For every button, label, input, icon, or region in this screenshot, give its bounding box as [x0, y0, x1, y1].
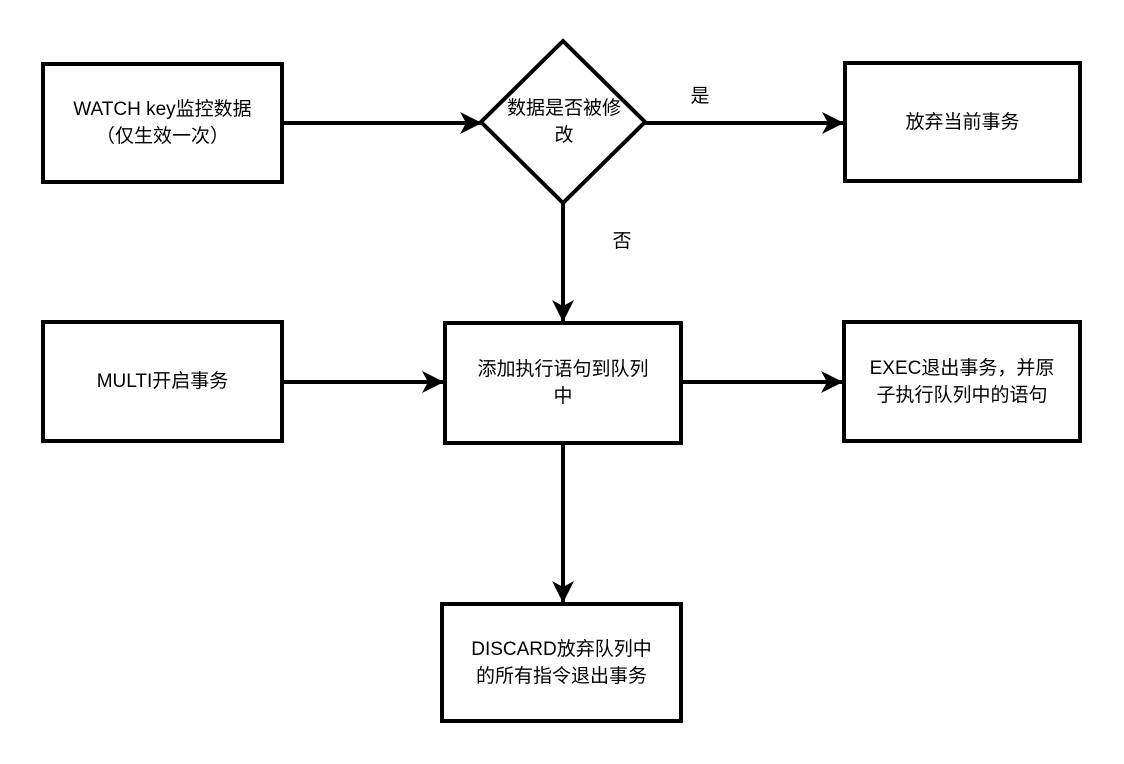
edge-label-yes: 是	[690, 86, 710, 107]
node-abandon-label: 放弃当前事务	[905, 111, 1020, 133]
node-enqueue: 添加执行语句到队列 中	[443, 321, 683, 445]
node-discard-label: DISCARD放弃队列中 的所有指令退出事务	[471, 638, 652, 687]
node-exec: EXEC退出事务，并原 子执行队列中的语句	[842, 320, 1082, 443]
edge-label-no: 否	[612, 231, 632, 252]
node-enqueue-label: 添加执行语句到队列 中	[477, 359, 649, 407]
node-watch: WATCH key监控数据 （仅生效一次）	[41, 62, 284, 184]
node-decision-label: 数据是否被修 改	[506, 98, 621, 146]
node-discard: DISCARD放弃队列中 的所有指令退出事务	[440, 602, 683, 723]
node-multi: MULTI开启事务	[41, 320, 284, 443]
node-abandon: 放弃当前事务	[843, 61, 1082, 183]
node-exec-label: EXEC退出事务，并原 子执行队列中的语句	[869, 357, 1055, 406]
node-multi-label: MULTI开启事务	[96, 371, 229, 392]
decision-diamond-shape	[478, 38, 648, 206]
node-watch-label: WATCH key监控数据 （仅生效一次）	[73, 99, 252, 147]
